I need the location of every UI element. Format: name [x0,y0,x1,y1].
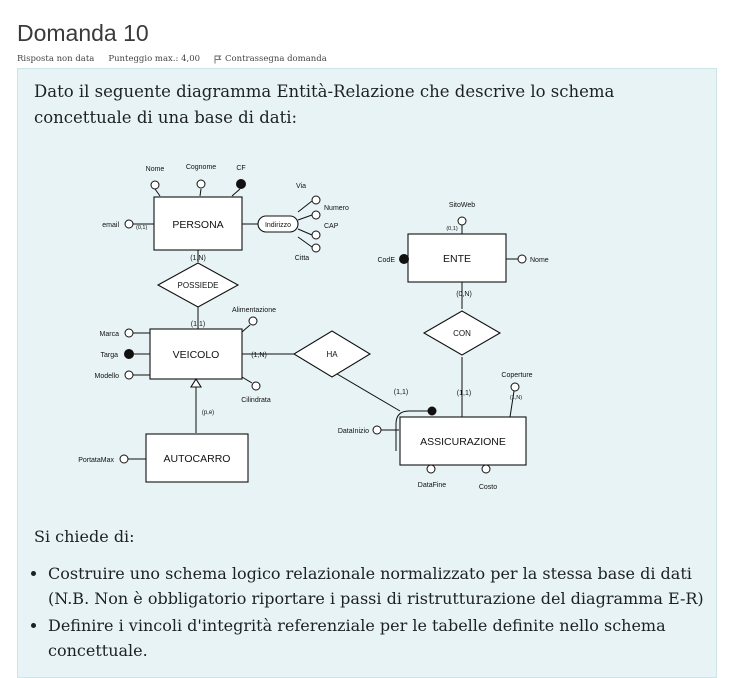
attr-coperture-card: (1,N) [510,395,522,401]
attr-portatamax: PortataMax [78,457,114,464]
attr-marca: Marca [100,331,120,338]
attr-sitoweb: SitoWeb [449,202,475,209]
attr-costo: Costo [479,484,497,491]
attr-sitoweb-card: (0,1) [446,226,457,232]
card-isa: (p,e) [202,410,214,416]
entity-veicolo: VEICOLO [173,349,220,361]
entity-persona: PERSONA [172,219,223,231]
attr-coperture: Coperture [501,372,532,379]
flag-label: Contrassegna domanda [225,54,327,64]
attr-indirizzo: Indirizzo [265,222,291,229]
attr-alimentazione: Alimentazione [232,307,276,314]
answer-status: Risposta non data [17,54,95,64]
attr-email-card: (0,1) [136,225,147,231]
question-meta: Risposta non data Punteggio max.: 4,00 C… [17,54,327,64]
question-ask: Si chiede di: [34,527,135,546]
question-intro: Dato il seguente diagramma Entità-Relazi… [34,82,615,127]
attr-nome-persona: Nome [146,166,165,173]
question-title: Domanda 10 [17,20,149,46]
attr-targa: Targa [100,352,118,359]
entity-autocarro: AUTOCARRO [164,453,231,465]
attr-nome-ente: Nome [530,257,549,264]
entity-ente: ENTE [443,253,471,265]
attr-cilindrata: Cilindrata [241,397,271,404]
attr-cognome: Cognome [186,164,216,171]
attr-cf: CF [236,165,245,172]
attr-codice: CodE [377,257,395,264]
requirements-list: Costruire uno schema logico relazionale … [30,561,718,665]
requirement-item: Definire i vincoli d'integrità referenzi… [48,613,718,663]
attr-datainizio: DataInizio [338,428,369,435]
requirement-item: Costruire uno schema logico relazionale … [48,561,718,611]
card-assic-ha: (1,1) [394,389,408,396]
card-veicolo-ha: (1,N) [251,352,267,359]
attr-citta: Citta [295,255,310,262]
card-ente-con: (0,N) [456,291,472,298]
relationship-possiede: POSSIEDE [178,281,219,290]
relationship-con: CON [453,329,471,338]
entity-assicurazione: ASSICURAZIONE [420,436,506,448]
card-veicolo-possiede: (1,1) [191,321,205,328]
flag-icon [214,55,222,63]
attr-via: Via [296,183,306,190]
max-score: Punteggio max.: 4,00 [108,54,201,64]
attr-cap: CAP [324,223,339,230]
relationship-ha: HA [326,350,338,359]
flag-question-link[interactable]: Contrassegna domanda [214,54,327,64]
attr-modello: Modello [94,373,119,380]
er-diagram: PERSONA VEICOLO AUTOCARRO ENTE ASSICURAZ… [78,164,549,491]
attr-email: email [102,222,119,229]
attr-datafine: DataFine [418,482,447,489]
card-assic-con: (1,1) [457,390,471,397]
attr-numero: Numero [324,205,349,212]
question-text-box: Dato il seguente diagramma Entità-Relazi… [17,68,717,678]
card-persona-possiede: (1,N) [190,255,206,262]
